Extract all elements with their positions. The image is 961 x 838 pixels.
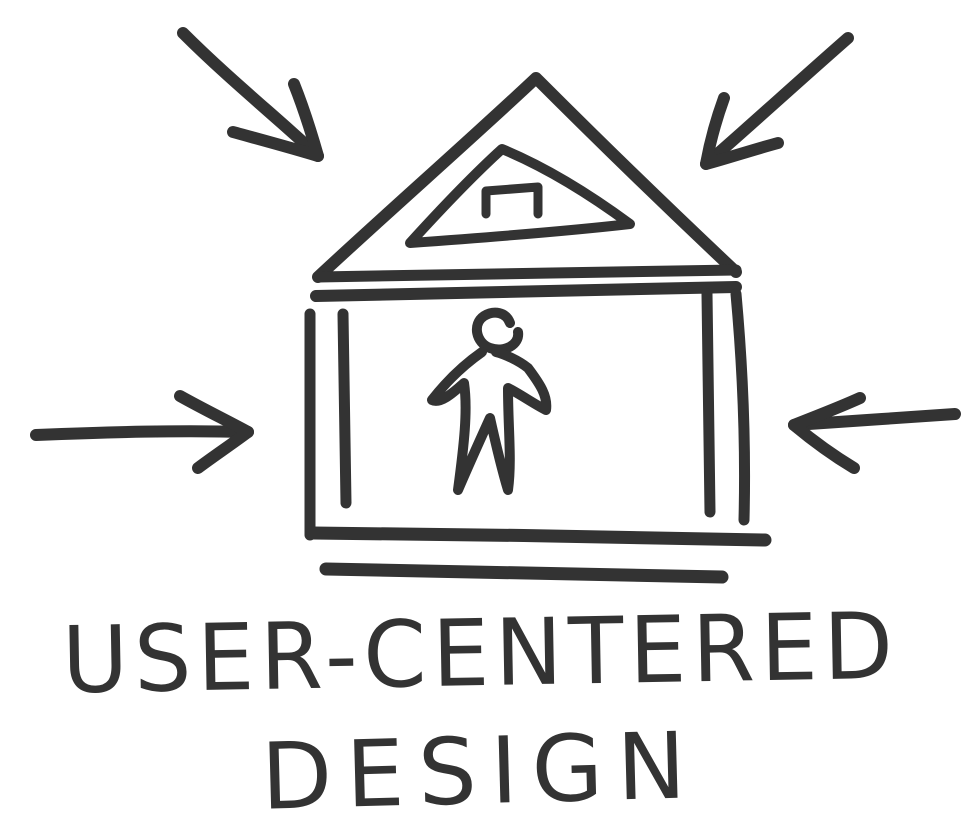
temple-icon — [304, 72, 772, 584]
diagram-title-line-1: USER-CENTERED — [61, 592, 900, 715]
arrow-left-icon — [30, 390, 254, 474]
arrow-right-icon — [788, 392, 961, 474]
arrow-top-right-icon — [700, 32, 854, 170]
person-icon — [427, 307, 552, 495]
arrow-top-left-icon — [177, 27, 324, 162]
